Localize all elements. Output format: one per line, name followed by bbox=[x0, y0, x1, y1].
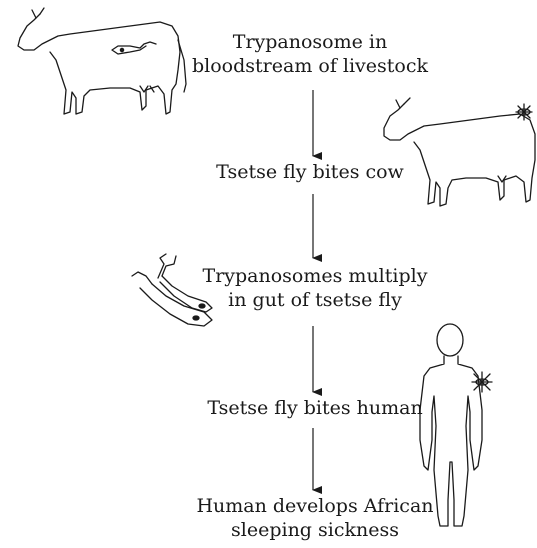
step-3-line-2: in gut of tsetse fly bbox=[190, 288, 440, 312]
step-livestock-bloodstream: Trypanosome in bloodstream of livestock bbox=[190, 30, 430, 78]
step-4-line-1: Tsetse fly bites human bbox=[190, 396, 440, 420]
step-fly-bites-cow: Tsetse fly bites cow bbox=[190, 160, 430, 184]
step-sleeping-sickness: Human develops African sleeping sickness bbox=[180, 494, 450, 542]
tsetse-fly-on-cow-icon bbox=[516, 104, 532, 120]
cow-with-tsetse-fly-icon bbox=[384, 98, 535, 206]
tsetse-fly-on-arm-icon bbox=[472, 372, 492, 392]
cow-with-trypanosome-icon bbox=[18, 8, 186, 114]
step-5-line-1: Human develops African bbox=[180, 494, 450, 518]
step-1-line-2: bloodstream of livestock bbox=[190, 54, 430, 78]
step-multiply-in-fly: Trypanosomes multiply in gut of tsetse f… bbox=[190, 264, 440, 312]
step-5-line-2: sleeping sickness bbox=[180, 518, 450, 542]
step-3-line-1: Trypanosomes multiply bbox=[190, 264, 440, 288]
step-fly-bites-human: Tsetse fly bites human bbox=[190, 396, 440, 420]
step-1-line-1: Trypanosome in bbox=[190, 30, 430, 54]
step-2-line-1: Tsetse fly bites cow bbox=[190, 160, 430, 184]
